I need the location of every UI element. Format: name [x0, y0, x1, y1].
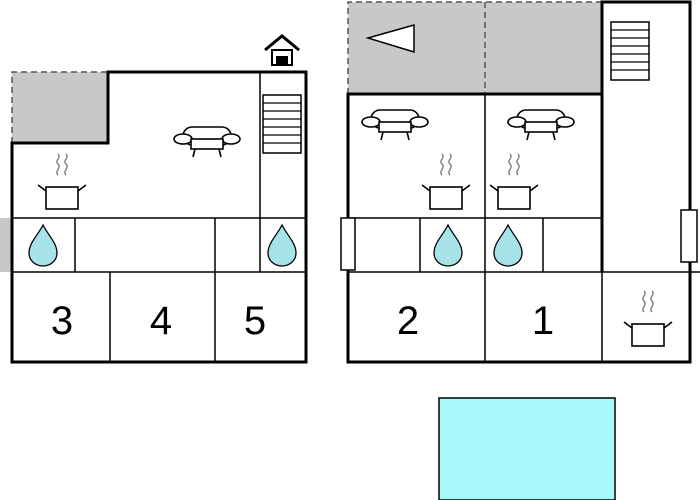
stove-pot-icon: [421, 153, 471, 210]
stairs-icon: [262, 94, 302, 154]
swimming-pool: [438, 397, 616, 500]
stairs-icon: [610, 21, 650, 81]
terrace-left: [12, 72, 108, 143]
water-drop-icon: [433, 224, 463, 267]
room-number-4: 4: [150, 299, 172, 343]
left-outer-wall: [10, 70, 308, 364]
left-partitions: [12, 72, 306, 362]
sofa-icon: [173, 126, 241, 158]
water-drop-icon: [267, 224, 297, 267]
water-drop-icon: [28, 224, 58, 267]
terrace-left-dashed-edge: [11, 71, 108, 143]
house-icon: [264, 34, 300, 66]
room-number-5: 5: [244, 299, 266, 343]
balcony-dashed-edge: [347, 1, 602, 94]
entrance-wall-left: [0, 218, 12, 272]
sofa-icon: [361, 109, 429, 141]
left-building: 3 4 5: [0, 34, 308, 364]
right-building: 2 1: [340, 0, 700, 364]
stove-pot-icon: [37, 153, 87, 210]
room-number-1: 1: [532, 299, 554, 343]
room-number-2: 2: [397, 299, 419, 343]
balcony-right: [348, 2, 602, 94]
right-partitions: [348, 94, 700, 362]
sofa-icon: [507, 109, 575, 141]
room-number-3: 3: [51, 299, 73, 343]
window-left: [340, 217, 356, 271]
stove-pot-icon: [623, 290, 673, 347]
stove-pot-icon: [489, 153, 539, 210]
water-drop-icon: [493, 224, 523, 267]
triangle-arrow-icon: [365, 24, 415, 54]
window-right: [680, 209, 698, 263]
